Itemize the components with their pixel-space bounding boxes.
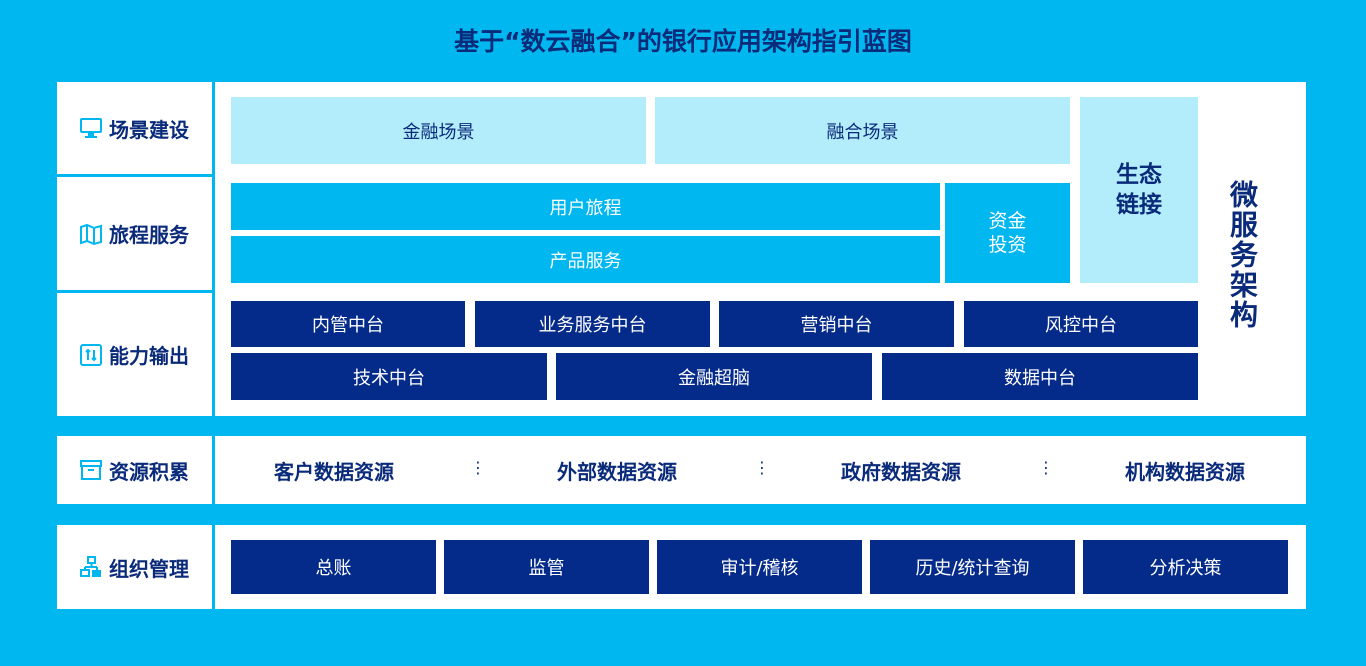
resource-item: 政府数据资源 — [841, 459, 961, 484]
journey-fund: 资金 投资 — [945, 183, 1070, 283]
resource-item: 客户数据资源 — [274, 459, 394, 484]
capability-block: 技术中台 — [231, 353, 547, 400]
capability-block: 业务服务中台 — [475, 301, 710, 347]
page-title: 基于“数云融合”的银行应用架构指引蓝图 — [454, 27, 912, 56]
capability-block: 营销中台 — [719, 301, 954, 347]
resource-panel — [57, 436, 1306, 504]
microservice-label: 微服务架构 — [1226, 180, 1259, 330]
resource-item: 机构数据资源 — [1125, 459, 1245, 484]
row-label-resource: 资源积累 — [57, 436, 212, 504]
row-label-capability: 能力输出 — [57, 293, 212, 416]
row-label-scene: 场景建设 — [57, 82, 212, 174]
journey-product: 产品服务 — [231, 236, 940, 283]
separator-dots: ⋮ — [1038, 458, 1054, 477]
row-label-org: 组织管理 — [57, 525, 212, 609]
org-chart-icon — [79, 555, 103, 579]
scene-block-fusion: 融合场景 — [655, 97, 1070, 164]
map-icon — [79, 222, 103, 246]
org-block: 监管 — [444, 540, 649, 594]
journey-user: 用户旅程 — [231, 183, 940, 230]
capability-block: 内管中台 — [231, 301, 465, 347]
separator-dots: ⋮ — [470, 458, 486, 477]
row-label-journey: 旅程服务 — [57, 177, 212, 290]
transfer-icon — [79, 343, 103, 367]
resource-item: 外部数据资源 — [557, 459, 677, 484]
org-block: 历史/统计查询 — [870, 540, 1075, 594]
monitor-icon — [79, 116, 103, 140]
capability-block: 金融超脑 — [556, 353, 872, 400]
org-block: 审计/稽核 — [657, 540, 862, 594]
org-block: 分析决策 — [1083, 540, 1288, 594]
org-block: 总账 — [231, 540, 436, 594]
archive-icon — [79, 458, 103, 482]
scene-block-finance: 金融场景 — [231, 97, 646, 164]
ecosystem-block: 生态 链接 — [1080, 97, 1198, 283]
separator-dots: ⋮ — [754, 458, 770, 477]
capability-block: 风控中台 — [964, 301, 1198, 347]
capability-block: 数据中台 — [882, 353, 1198, 400]
